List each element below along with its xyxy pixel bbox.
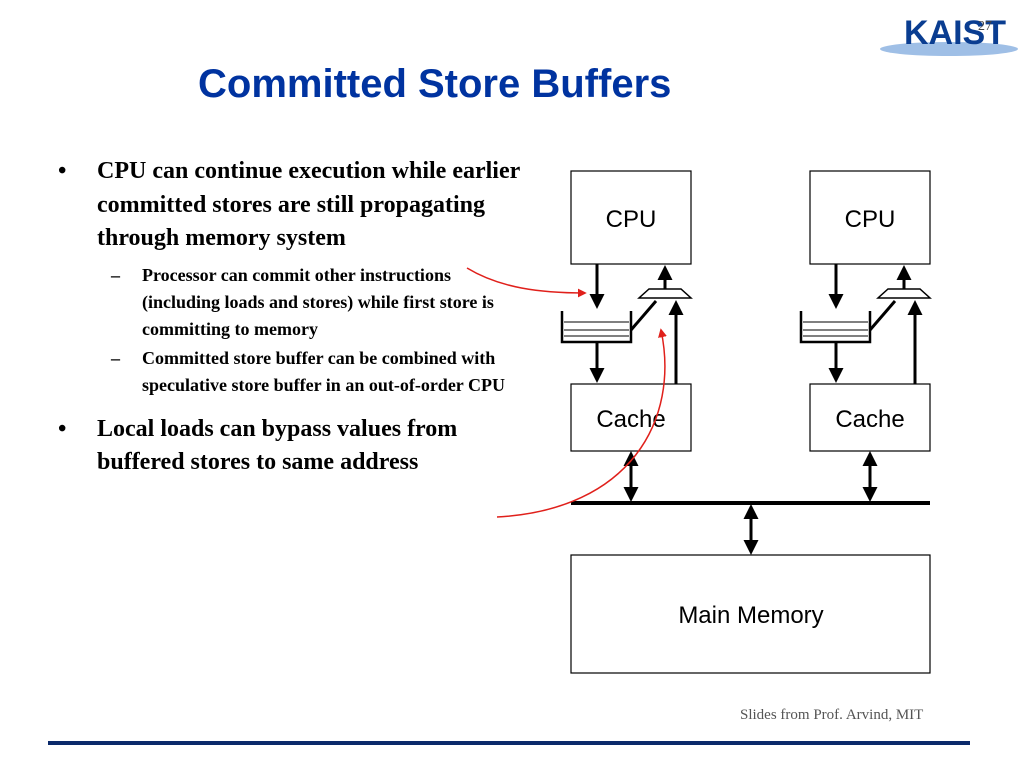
sub-bullet-item: – Committed store buffer can be combined… — [58, 345, 528, 399]
bullet-dot: • — [58, 415, 67, 442]
cache-label-right: Cache — [835, 406, 904, 433]
logo-swoosh — [880, 42, 1018, 56]
annotation-arrow-bypass — [496, 328, 667, 518]
slide-credit: Slides from Prof. Arvind, MIT — [740, 707, 924, 723]
bullet-dot: • — [58, 158, 67, 184]
store-buffer-right — [799, 311, 872, 344]
main-memory-box — [570, 554, 931, 674]
bullet-text: Local loads can bypass values from buffe… — [97, 415, 458, 476]
sub-bullet-dash: – — [111, 347, 120, 368]
cpu-box-right — [809, 170, 931, 265]
annotation-arrow-buffer — [466, 267, 587, 298]
bypass-mux-right — [876, 288, 932, 299]
kaist-logo: KAIST — [880, 14, 1018, 56]
sub-bullet-text: Committed store buffer can be combined w… — [142, 347, 505, 395]
main-memory-label: Main Memory — [678, 602, 823, 629]
page-number: 27 — [978, 19, 992, 34]
sub-bullet-dash: – — [111, 264, 120, 285]
cache-box-left — [570, 383, 692, 452]
cpu-label-left: CPU — [606, 206, 657, 233]
cache-label-left: Cache — [596, 406, 665, 433]
logo-text: KAIST — [904, 14, 1006, 52]
cpu-box-left — [570, 170, 692, 265]
sub-bullet-text: Processor can commit other instructions … — [142, 264, 494, 339]
bullet-item: • Local loads can bypass values from buf… — [58, 413, 528, 480]
bullet-list: • CPU can continue execution while earli… — [58, 155, 528, 486]
cpu-label-right: CPU — [845, 206, 896, 233]
footer-rule — [48, 741, 970, 745]
slide-title: Committed Store Buffers — [198, 62, 672, 106]
store-buffer-left — [560, 311, 633, 344]
cache-box-right — [809, 383, 931, 452]
bullet-item: • CPU can continue execution while earli… — [58, 155, 528, 256]
bullet-text: CPU can continue execution while earlier… — [97, 158, 520, 251]
buffer-to-mux-line-left — [629, 300, 658, 331]
sub-bullet-item: – Processor can commit other instruction… — [58, 262, 528, 343]
buffer-to-mux-line-right — [868, 300, 897, 331]
bypass-mux-left — [637, 288, 693, 299]
